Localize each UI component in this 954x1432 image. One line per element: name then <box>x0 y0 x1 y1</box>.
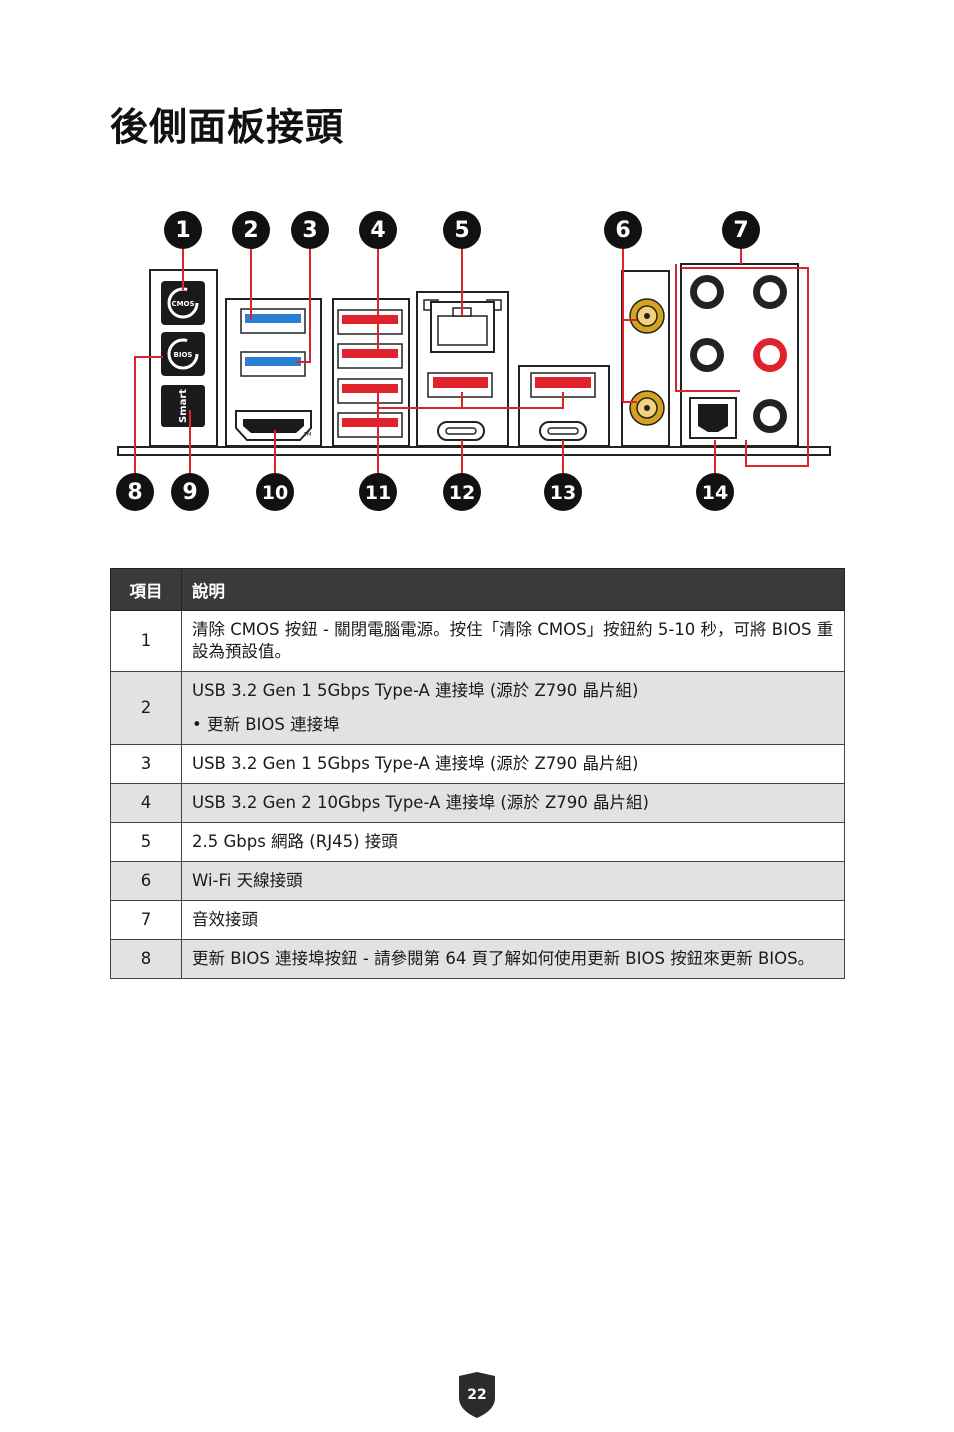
callout-label: 8 <box>127 480 142 505</box>
shield-icon <box>459 1372 495 1418</box>
callout-label: 14 <box>702 482 728 504</box>
item-description: Wi-Fi 天線接頭 <box>181 861 845 901</box>
table-row: 2 USB 3.2 Gen 1 5Gbps Type-A 連接埠 (源於 Z790… <box>110 671 845 745</box>
callout-11: 11 <box>359 473 397 511</box>
callout-label: 1 <box>175 218 190 243</box>
usb-c-block <box>518 365 610 447</box>
description-text: 更新 BIOS 連接埠按鈕 - 請參閱第 64 頁了解如何使用更新 BIOS 按… <box>192 949 815 968</box>
callout-label: 10 <box>262 482 288 504</box>
hdmi-tm-mark: TM <box>303 432 311 438</box>
description-text: USB 3.2 Gen 2 10Gbps Type-A 連接埠 (源於 Z790… <box>192 793 649 812</box>
table-row: 4 USB 3.2 Gen 2 10Gbps Type-A 連接埠 (源於 Z79… <box>110 783 845 823</box>
page-number: 22 <box>467 1387 486 1403</box>
callout-6: 6 <box>604 211 642 249</box>
page-title: 後側面板接頭 <box>110 105 345 149</box>
item-number: 2 <box>110 671 182 745</box>
item-number: 5 <box>110 822 182 862</box>
callout-8: 8 <box>116 473 154 511</box>
description-bullet: • 更新 BIOS 連接埠 <box>192 715 340 734</box>
callout-label: 7 <box>733 218 748 243</box>
description-text: 音效接頭 <box>192 910 258 929</box>
table-row: 8 更新 BIOS 連接埠按鈕 - 請參閱第 64 頁了解如何使用更新 BIOS … <box>110 939 845 979</box>
item-number: 7 <box>110 900 182 940</box>
audio-block <box>680 263 799 447</box>
flash-bios-button <box>161 332 205 376</box>
item-description: USB 3.2 Gen 1 5Gbps Type-A 連接埠 (源於 Z790 … <box>181 671 845 745</box>
callout-label: 6 <box>615 218 630 243</box>
table-row: 5 2.5 Gbps 網路 (RJ45) 接頭 <box>110 822 845 862</box>
callout-label: 13 <box>550 482 576 504</box>
header-item: 項目 <box>110 568 182 611</box>
table-header-row: 項目 說明 <box>110 568 845 611</box>
callout-12: 12 <box>443 473 481 511</box>
wifi-block <box>621 270 670 447</box>
usb-stack-block <box>332 298 410 447</box>
item-number: 3 <box>110 744 182 784</box>
leader-lines <box>134 245 809 475</box>
description-text: 2.5 Gbps 網路 (RJ45) 接頭 <box>192 832 398 851</box>
io-shield-outline <box>117 446 831 456</box>
callout-14: 14 <box>696 473 734 511</box>
callout-13: 13 <box>544 473 582 511</box>
table-row: 3 USB 3.2 Gen 1 5Gbps Type-A 連接埠 (源於 Z790… <box>110 744 845 784</box>
callout-label: 2 <box>243 218 258 243</box>
smart-label: Smart <box>178 389 189 423</box>
item-description: USB 3.2 Gen 2 10Gbps Type-A 連接埠 (源於 Z790… <box>181 783 845 823</box>
callout-label: 4 <box>370 218 385 243</box>
callout-label: 3 <box>302 218 317 243</box>
description-text: Wi-Fi 天線接頭 <box>192 871 303 890</box>
table-row: 6 Wi-Fi 天線接頭 <box>110 861 845 901</box>
callout-label: 9 <box>182 480 197 505</box>
rear-panel-diagram: CMOS BIOS Smart TM <box>116 211 831 511</box>
description-text: 清除 CMOS 按鈕 - 關閉電腦電源。按住「清除 CMOS」按鈕約 5-10 … <box>192 620 834 661</box>
item-number: 6 <box>110 861 182 901</box>
item-description: 音效接頭 <box>181 900 845 940</box>
lan-block <box>416 291 509 447</box>
header-description: 說明 <box>181 568 845 611</box>
callout-label: 12 <box>449 482 475 504</box>
callout-2: 2 <box>232 211 270 249</box>
description-text: USB 3.2 Gen 1 5Gbps Type-A 連接埠 (源於 Z790 … <box>192 754 639 773</box>
page-number-badge: 22 <box>459 1372 495 1418</box>
callout-label: 5 <box>454 218 469 243</box>
item-number: 4 <box>110 783 182 823</box>
clear-cmos-button <box>161 281 205 325</box>
bios-label: BIOS <box>174 351 193 359</box>
item-description: 更新 BIOS 連接埠按鈕 - 請參閱第 64 頁了解如何使用更新 BIOS 按… <box>181 939 845 979</box>
callout-3: 3 <box>291 211 329 249</box>
item-number: 1 <box>110 610 182 672</box>
item-description: USB 3.2 Gen 1 5Gbps Type-A 連接埠 (源於 Z790 … <box>181 744 845 784</box>
callout-10: 10 <box>256 473 294 511</box>
description-text: USB 3.2 Gen 1 5Gbps Type-A 連接埠 (源於 Z790 … <box>192 681 639 700</box>
cmos-label: CMOS <box>171 300 194 308</box>
item-description: 清除 CMOS 按鈕 - 關閉電腦電源。按住「清除 CMOS」按鈕約 5-10 … <box>181 610 845 672</box>
smart-button <box>161 385 205 427</box>
button-block: CMOS BIOS Smart <box>149 269 218 447</box>
callout-7: 7 <box>722 211 760 249</box>
item-description: 2.5 Gbps 網路 (RJ45) 接頭 <box>181 822 845 862</box>
table-row: 7 音效接頭 <box>110 900 845 940</box>
callout-label: 11 <box>365 482 391 504</box>
callout-9: 9 <box>171 473 209 511</box>
item-number: 8 <box>110 939 182 979</box>
callout-1: 1 <box>164 211 202 249</box>
callout-5: 5 <box>443 211 481 249</box>
usb-hdmi-block: TM <box>225 298 322 447</box>
callout-4: 4 <box>359 211 397 249</box>
